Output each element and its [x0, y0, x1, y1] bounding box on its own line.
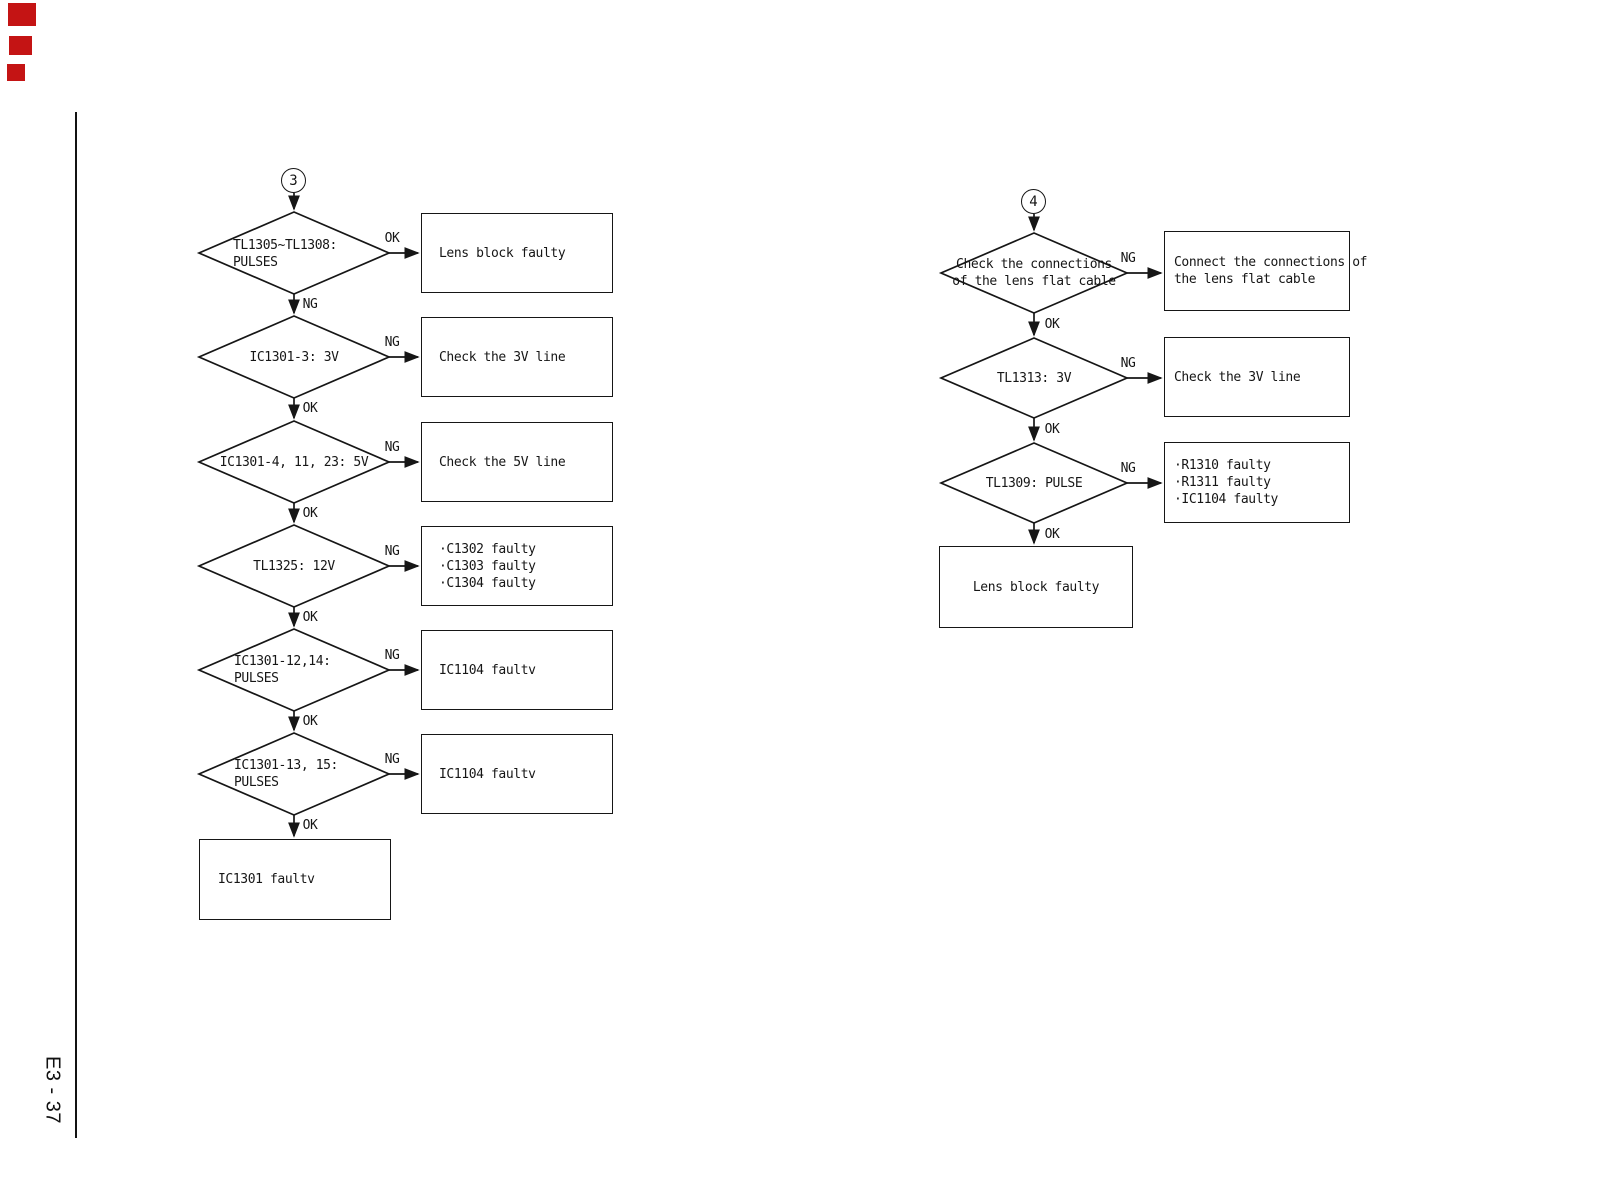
- branch-label: OK: [302, 401, 318, 416]
- result-box: IC1104 faultv: [421, 734, 613, 814]
- decision-line: IC1301-13, 15:: [234, 758, 338, 773]
- branch-label: NG: [1120, 461, 1136, 476]
- branch-label: OK: [302, 818, 318, 833]
- branch-label: OK: [302, 610, 318, 625]
- branch-label: NG: [1120, 251, 1136, 266]
- decision-text: IC1301-12,14: PULSES: [234, 653, 331, 687]
- red-corner-mark: [7, 64, 25, 81]
- branch-label: OK: [1044, 527, 1060, 542]
- decision-text: TL1309: PULSE: [941, 475, 1127, 492]
- branch-label: OK: [1044, 422, 1060, 437]
- branch-label: NG: [384, 335, 400, 350]
- result-box: ·C1302 faulty ·C1303 faulty ·C1304 fault…: [421, 526, 613, 606]
- branch-label: NG: [384, 544, 400, 559]
- left-margin-rule: [75, 112, 78, 1138]
- decision-line: IC1301-4, 11, 23: 5V: [219, 455, 369, 470]
- result-line: ·C1304 faulty: [439, 575, 536, 591]
- result-box: ·R1310 faulty ·R1311 faulty ·IC1104 faul…: [1164, 442, 1350, 523]
- branch-label: OK: [384, 231, 400, 246]
- chart4-shapes: [938, 214, 1163, 545]
- decision-line: PULSES: [234, 775, 279, 790]
- result-box: IC1104 faultv: [421, 630, 613, 710]
- decision-line: TL1309: PULSE: [985, 476, 1083, 491]
- result-box: Connect the connections of the lens flat…: [1164, 231, 1368, 311]
- result-line: ·R1310 faulty: [1174, 458, 1271, 473]
- decision-text: IC1301-13, 15: PULSES: [234, 757, 338, 791]
- branch-label: NG: [384, 440, 400, 455]
- result-box: Check the 5V line: [421, 422, 613, 502]
- result-box: Check the 3V line: [1164, 337, 1350, 417]
- branch-label: NG: [384, 752, 400, 767]
- branch-label: OK: [302, 714, 318, 729]
- page-number-label: E3 - 37: [41, 1056, 64, 1124]
- decision-line: TL1325: 12V: [253, 559, 335, 574]
- decision-line: PULSES: [234, 671, 279, 686]
- result-line: Check the 3V line: [1174, 369, 1301, 385]
- branch-label: NG: [1120, 356, 1136, 371]
- branch-label: OK: [302, 506, 318, 521]
- flow-start-connector-3: 3: [281, 168, 306, 193]
- terminal-box: Lens block faulty: [939, 546, 1133, 628]
- red-corner-mark: [8, 3, 36, 26]
- decision-text: TL1313: 3V: [941, 370, 1127, 387]
- result-line: IC1104 faultv: [439, 662, 536, 678]
- decision-text: TL1305~TL1308: PULSES: [233, 237, 337, 271]
- result-box: Check the 3V line: [421, 317, 613, 397]
- red-corner-mark: [9, 36, 32, 55]
- decision-line: TL1305~TL1308:: [233, 238, 337, 253]
- result-line: Lens block faulty: [439, 245, 566, 261]
- branch-label: NG: [302, 297, 318, 312]
- branch-label: OK: [1044, 317, 1060, 332]
- result-line: Check the 3V line: [439, 349, 566, 365]
- flow-start-connector-4: 4: [1021, 189, 1046, 214]
- decision-text: Check the connections of the lens flat c…: [941, 256, 1127, 290]
- chart3-shapes: [196, 193, 420, 838]
- result-line: Connect the connections of: [1174, 255, 1368, 270]
- terminal-box: IC1301 faultv: [199, 839, 391, 920]
- decision-line: IC1301-3: 3V: [249, 350, 339, 365]
- decision-line: IC1301-12,14:: [234, 654, 331, 669]
- decision-line: Check the connections: [956, 257, 1112, 272]
- result-line: the lens flat cable: [1174, 272, 1316, 287]
- decision-text: IC1301-4, 11, 23: 5V: [199, 454, 389, 471]
- connector-number: 3: [289, 172, 298, 189]
- decision-line: PULSES: [233, 255, 278, 270]
- connector-number: 4: [1029, 193, 1038, 210]
- result-line: Lens block faulty: [972, 579, 1100, 595]
- decision-line: of the lens flat cable: [952, 274, 1116, 289]
- decision-line: TL1313: 3V: [996, 371, 1072, 386]
- result-line: IC1301 faultv: [218, 872, 315, 887]
- result-line: ·IC1104 faulty: [1174, 492, 1278, 507]
- branch-label: NG: [384, 648, 400, 663]
- decision-text: TL1325: 12V: [199, 558, 389, 575]
- result-box: Lens block faulty: [421, 213, 613, 293]
- result-line: ·C1302 faulty: [439, 541, 536, 557]
- result-line: IC1104 faultv: [439, 766, 536, 782]
- result-line: Check the 5V line: [439, 454, 566, 470]
- result-line: ·C1303 faulty: [439, 558, 536, 574]
- result-line: ·R1311 faulty: [1174, 475, 1271, 490]
- decision-text: IC1301-3: 3V: [199, 349, 389, 366]
